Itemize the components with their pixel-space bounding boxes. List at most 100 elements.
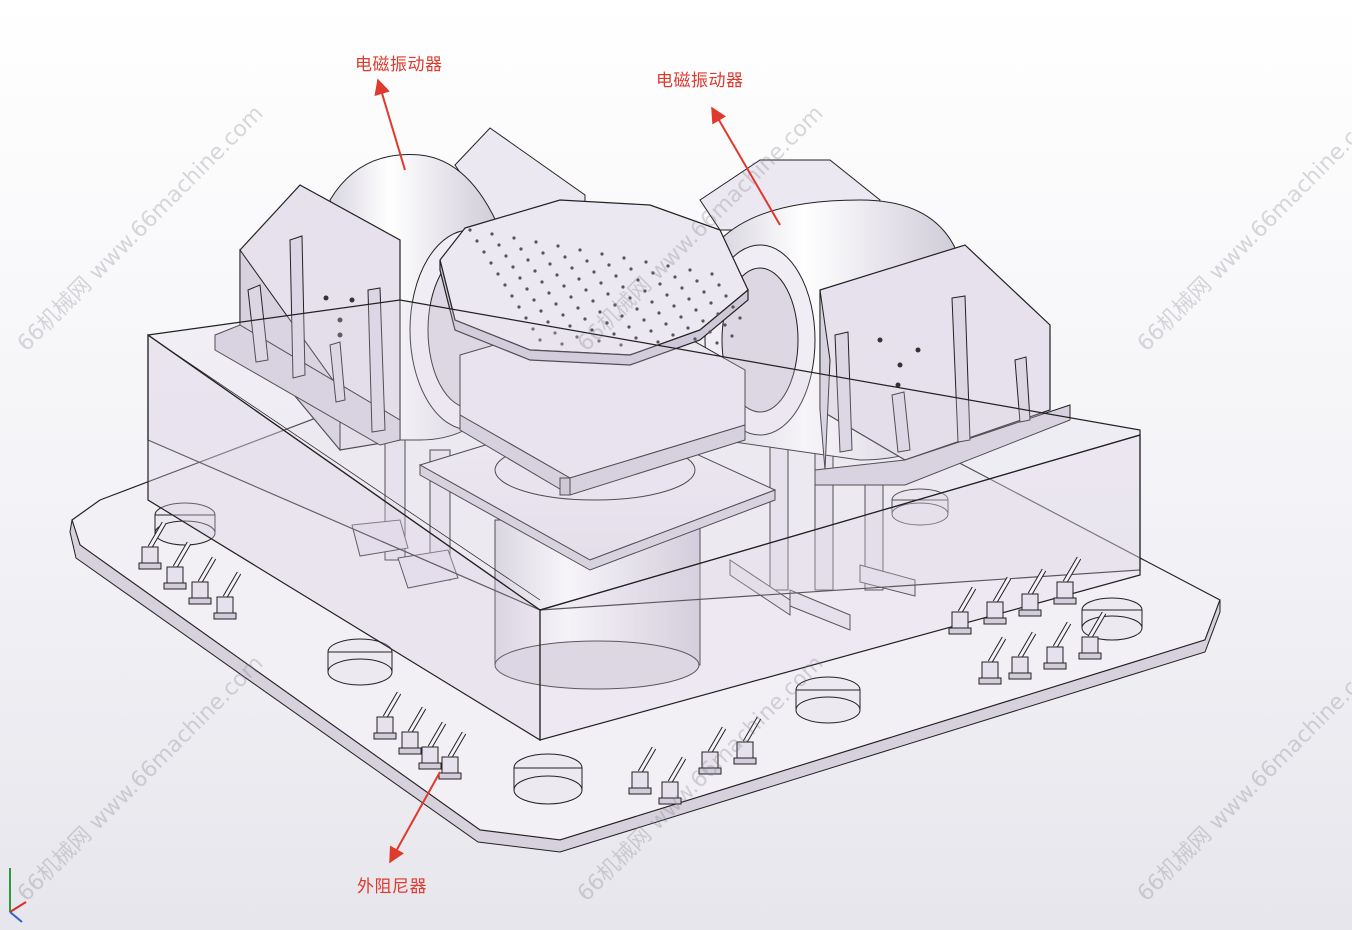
table-hole	[658, 282, 662, 286]
table-hole	[518, 276, 522, 280]
table-hole	[503, 283, 507, 287]
table-hole	[517, 305, 521, 309]
damper-unit	[658, 756, 687, 805]
table-hole	[649, 329, 653, 333]
table-hole	[562, 284, 566, 288]
table-hole	[584, 288, 588, 292]
table-hole	[671, 333, 675, 337]
table-hole	[629, 267, 633, 271]
table-hole	[665, 293, 669, 297]
table-hole	[519, 247, 523, 251]
table-hole	[651, 271, 655, 275]
table-hole	[600, 252, 604, 256]
table-hole	[738, 316, 742, 320]
arrow-damper	[389, 771, 441, 864]
table-hole	[556, 244, 560, 248]
table-hole	[553, 331, 557, 335]
table-hole	[547, 291, 551, 295]
table-hole	[583, 317, 587, 321]
table-hole	[577, 277, 581, 281]
table-hole	[524, 316, 528, 320]
table-hole	[695, 279, 699, 283]
table-hole	[510, 294, 514, 298]
callout-arrows	[374, 78, 781, 864]
table-hole	[576, 306, 580, 310]
damper-unit	[1018, 568, 1047, 617]
table-hole	[723, 323, 727, 327]
damper-unit	[948, 586, 977, 635]
table-hole	[709, 301, 713, 305]
table-hole	[555, 273, 559, 277]
damper-unit	[138, 521, 167, 570]
table-hole	[724, 294, 728, 298]
table-hole	[656, 340, 660, 344]
damper-unit	[188, 556, 217, 605]
table-hole	[591, 299, 595, 303]
table-hole	[708, 330, 712, 334]
table-hole	[680, 286, 684, 290]
callout-damper: 外阻尼器	[357, 877, 427, 897]
table-hole	[585, 259, 589, 263]
table-hole	[715, 341, 719, 345]
table-hole	[688, 268, 692, 272]
table-hole	[504, 254, 508, 258]
damper-unit	[1043, 621, 1072, 670]
table-hole	[643, 289, 647, 293]
table-hole	[636, 278, 640, 282]
table-hole	[730, 334, 734, 338]
table-hole	[679, 315, 683, 319]
damper-unit	[213, 571, 242, 620]
table-hole	[511, 265, 515, 269]
table-hole	[717, 283, 721, 287]
central-column	[494, 519, 701, 690]
damper-unit	[438, 731, 467, 780]
external-dampers	[138, 521, 1107, 805]
table-hole	[716, 312, 720, 316]
table-hole	[622, 256, 626, 260]
table-hole	[614, 274, 618, 278]
table-hole	[578, 248, 582, 252]
table-hole	[644, 260, 648, 264]
table-hole	[686, 326, 690, 330]
arrow-left-vibrator	[374, 78, 406, 171]
damper-unit	[1053, 556, 1082, 605]
table-hole	[635, 307, 639, 311]
table-hole	[561, 313, 565, 317]
damper-unit	[373, 691, 402, 740]
table-hole	[673, 275, 677, 279]
table-hole	[546, 320, 550, 324]
table-hole	[701, 319, 705, 323]
table-hole	[694, 308, 698, 312]
damper-unit	[398, 706, 427, 755]
damper-unit	[983, 576, 1012, 625]
table-hole	[534, 240, 538, 244]
table-hole	[599, 281, 603, 285]
table-hole	[563, 255, 567, 259]
table-hole	[650, 300, 654, 304]
table-hole	[612, 332, 616, 336]
table-hole	[628, 296, 632, 300]
table-hole	[592, 270, 596, 274]
table-hole	[568, 324, 572, 328]
table-hole	[657, 311, 661, 315]
table-hole	[526, 258, 530, 262]
octagonal-table	[439, 199, 749, 366]
table-hole	[540, 280, 544, 284]
table-hole	[687, 297, 691, 301]
table-hole	[475, 239, 479, 243]
table-hole	[482, 250, 486, 254]
table-hole	[468, 228, 472, 232]
table-hole	[554, 302, 558, 306]
transparent-enclosure	[147, 299, 1141, 742]
damper-unit	[698, 726, 727, 775]
damper-unit	[733, 716, 762, 765]
table-hole	[597, 339, 601, 343]
table-hole	[664, 322, 668, 326]
table-hole	[541, 251, 545, 255]
table-hole	[570, 266, 574, 270]
table-hole	[569, 295, 573, 299]
table-hole	[642, 318, 646, 322]
table-hole	[613, 303, 617, 307]
table-hole	[702, 290, 706, 294]
